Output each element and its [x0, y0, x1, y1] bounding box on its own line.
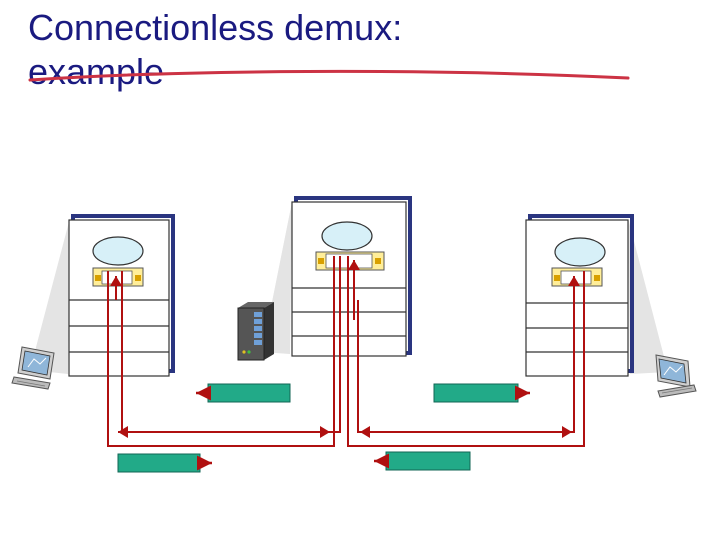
title-line-2: example — [28, 50, 165, 92]
server-host — [237, 196, 412, 361]
path-right-outer — [347, 256, 585, 447]
server-tower-icon — [237, 302, 274, 361]
left-host-beam — [30, 218, 70, 374]
laptop-icon — [655, 354, 697, 398]
left-host — [11, 214, 175, 390]
segment-left-upper — [196, 383, 291, 403]
title-underline — [28, 69, 630, 82]
laptop-icon — [11, 346, 55, 390]
path-left-inner — [121, 256, 341, 433]
segments — [117, 383, 530, 473]
left-socket — [92, 267, 144, 287]
left-process — [92, 236, 144, 266]
segment-left-lower — [117, 453, 212, 473]
slide-title: Connectionless demux: example — [28, 6, 402, 94]
path-left-outer — [107, 256, 335, 447]
right-process — [554, 237, 606, 267]
right-socket — [551, 267, 603, 287]
data-paths — [107, 256, 585, 447]
segment-right-lower — [374, 451, 471, 471]
right-host — [525, 214, 697, 398]
segment-right-upper — [433, 383, 530, 403]
server-process — [321, 221, 373, 251]
right-host-beam — [628, 218, 668, 374]
path-right-inner — [357, 276, 580, 433]
title-line-1: Connectionless demux: — [28, 7, 403, 48]
server-socket — [315, 251, 385, 271]
